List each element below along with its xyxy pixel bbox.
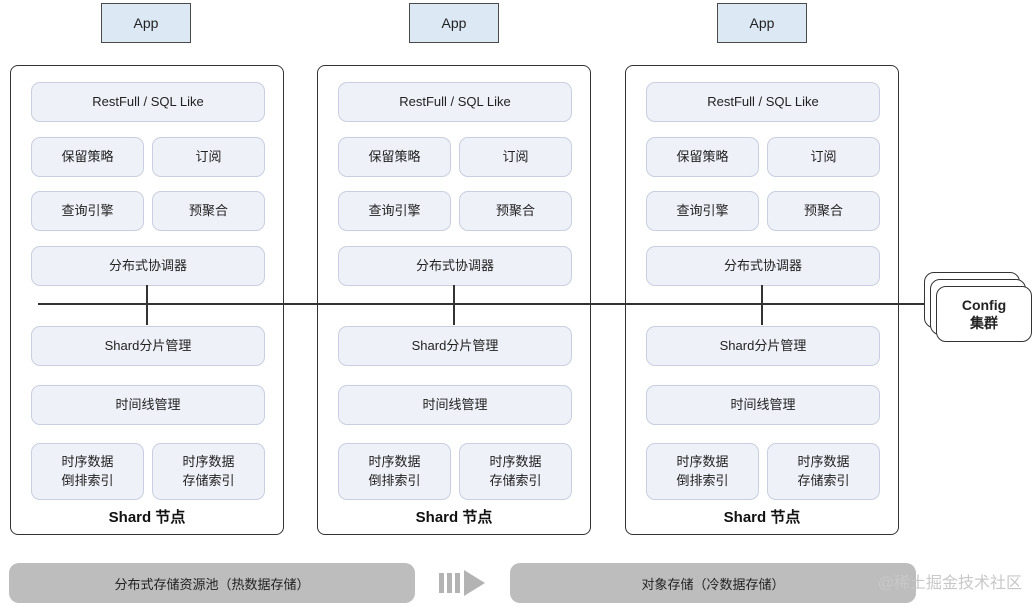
timeline-management: 时间线管理 [338, 385, 572, 425]
shard-management: Shard分片管理 [338, 326, 572, 366]
subscription: 订阅 [152, 137, 265, 177]
shard-node-title: Shard 节点 [415, 509, 493, 526]
shard-management: Shard分片管理 [646, 326, 880, 366]
ts-inverted-index-line2: 倒排索引 [368, 472, 421, 488]
config-cluster-label: 集群 [970, 315, 998, 331]
config-label: Config [961, 296, 1007, 313]
ts-storage-index: 时序数据 存储索引 [767, 443, 880, 500]
config-cluster: Config 集群 [922, 272, 1036, 350]
subscription: 订阅 [767, 137, 880, 177]
restful-sql-api: RestFull / SQL Like [646, 82, 880, 122]
query-engine: 查询引擎 [31, 191, 144, 231]
shard-node-title: Shard 节点 [108, 509, 186, 526]
distributed-coordinator: 分布式协调器 [646, 246, 880, 286]
timeline-management: 时间线管理 [646, 385, 880, 425]
hot-storage-pool: 分布式存储资源池（热数据存储） [9, 563, 415, 603]
app-box-3: App [717, 3, 807, 43]
ts-inverted-index: 时序数据 倒排索引 [646, 443, 759, 500]
ts-inverted-index-line1: 时序数据 [368, 454, 421, 470]
subscription: 订阅 [459, 137, 572, 177]
ts-inverted-index-line1: 时序数据 [676, 454, 729, 470]
ts-inverted-index-line2: 倒排索引 [676, 472, 729, 488]
ts-storage-index: 时序数据 存储索引 [152, 443, 265, 500]
ts-inverted-index-line2: 倒排索引 [61, 472, 114, 488]
cluster-bus-line [38, 303, 928, 305]
pre-aggregation: 预聚合 [459, 191, 572, 231]
restful-sql-api: RestFull / SQL Like [31, 82, 265, 122]
tiering-arrow-icon [439, 570, 485, 596]
ts-storage-index-line2: 存储索引 [182, 472, 235, 488]
watermark: @稀土掘金技术社区 [877, 575, 1022, 592]
query-engine: 查询引擎 [646, 191, 759, 231]
bus-connector-1 [146, 285, 148, 325]
ts-inverted-index: 时序数据 倒排索引 [338, 443, 451, 500]
shard-node-2: RestFull / SQL Like 保留策略 订阅 查询引擎 预聚合 分布式… [317, 65, 591, 535]
ts-storage-index-line1: 时序数据 [489, 454, 542, 470]
shard-management: Shard分片管理 [31, 326, 265, 366]
distributed-coordinator: 分布式协调器 [31, 246, 265, 286]
retention-policy: 保留策略 [31, 137, 144, 177]
ts-storage-index: 时序数据 存储索引 [459, 443, 572, 500]
bus-connector-3 [761, 285, 763, 325]
cold-object-storage: 对象存储（冷数据存储） [510, 563, 916, 603]
ts-inverted-index-line1: 时序数据 [61, 454, 114, 470]
ts-inverted-index: 时序数据 倒排索引 [31, 443, 144, 500]
timeline-management: 时间线管理 [31, 385, 265, 425]
ts-storage-index-line2: 存储索引 [489, 472, 542, 488]
pre-aggregation: 预聚合 [152, 191, 265, 231]
retention-policy: 保留策略 [338, 137, 451, 177]
pre-aggregation: 预聚合 [767, 191, 880, 231]
shard-node-title: Shard 节点 [723, 509, 801, 526]
distributed-coordinator: 分布式协调器 [338, 246, 572, 286]
retention-policy: 保留策略 [646, 137, 759, 177]
bus-connector-2 [453, 285, 455, 325]
config-card-front: Config 集群 [936, 286, 1032, 342]
query-engine: 查询引擎 [338, 191, 451, 231]
ts-storage-index-line2: 存储索引 [797, 472, 850, 488]
app-box-1: App [101, 3, 191, 43]
shard-node-1: RestFull / SQL Like 保留策略 订阅 查询引擎 预聚合 分布式… [10, 65, 284, 535]
ts-storage-index-line1: 时序数据 [182, 454, 235, 470]
ts-storage-index-line1: 时序数据 [797, 454, 850, 470]
app-box-2: App [409, 3, 499, 43]
restful-sql-api: RestFull / SQL Like [338, 82, 572, 122]
